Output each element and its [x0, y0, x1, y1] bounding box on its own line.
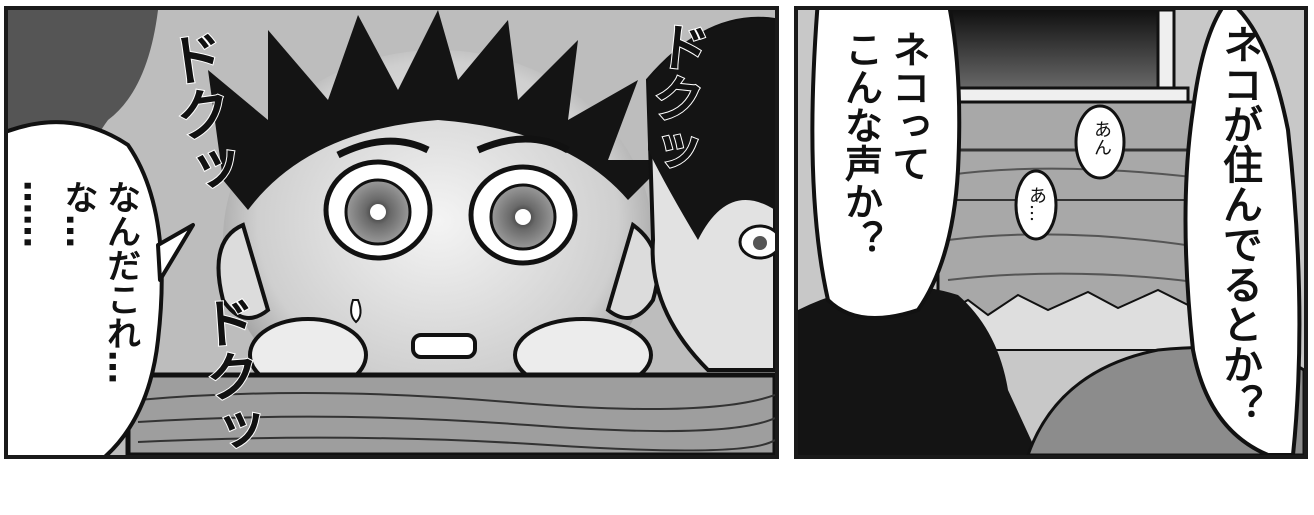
right-pupil-highlight	[515, 209, 531, 225]
second-person-iris	[753, 236, 767, 250]
whisper-bubble-2	[1014, 169, 1058, 241]
whisper-a: あ…	[1026, 186, 1047, 222]
left-ear	[216, 222, 271, 320]
dialogue-line-2: な…	[58, 180, 98, 248]
panel-2-artwork	[798, 10, 1304, 455]
dialogue-right-line-1: ネコが住んでるとか？	[1216, 24, 1262, 424]
whisper-an: あん	[1091, 120, 1112, 156]
dialogue-left-line-1: ネコって	[886, 30, 930, 182]
dialogue-neko-tte: ネコって こんな声か？	[836, 30, 931, 258]
boy-hair	[208, 10, 668, 210]
dialogue-line-3: なんだこれ…	[100, 180, 141, 384]
right-eyebrow	[476, 135, 570, 154]
dialogue-nandakore: なんだこれ… な… ……	[14, 180, 142, 455]
left-pupil-highlight	[370, 204, 386, 220]
speech-bubble-tail	[156, 223, 195, 282]
left-eyebrow	[336, 137, 430, 159]
speech-bubble-right	[1183, 10, 1302, 455]
table-grain-2	[137, 415, 775, 433]
speech-bubble-left	[810, 10, 962, 320]
window-sill	[936, 86, 1190, 104]
night-window	[938, 10, 1168, 90]
boy-mouth	[411, 333, 477, 359]
whisper-bubble-1	[1074, 104, 1126, 180]
comic-panel-1: なんだこれ… な… …… ドクッ ドクッ ドクッ	[4, 6, 779, 459]
dialogue-line-1: ……	[15, 180, 56, 248]
wall-grain-1	[947, 167, 1219, 181]
dialogue-left-line-2: こんな声か？	[838, 30, 883, 258]
second-person-hair	[648, 18, 775, 240]
comic-panel-2: ネコが住んでるとか？ ネコって こんな声か？ あん あ…	[794, 6, 1308, 459]
wall-grain-3	[947, 272, 1219, 286]
table-grain-1	[137, 391, 775, 411]
table-grain-3	[137, 436, 775, 452]
wall-grain-2	[947, 233, 1219, 251]
panel-1-artwork	[8, 10, 775, 455]
sweat-drop	[350, 299, 362, 324]
foreground-head	[798, 285, 1038, 455]
sfx-dokku-bottom: ドクッ	[189, 292, 265, 459]
right-ear	[605, 221, 660, 320]
dialogue-neko-ga-sunderu: ネコが住んでるとか？	[1214, 24, 1264, 424]
